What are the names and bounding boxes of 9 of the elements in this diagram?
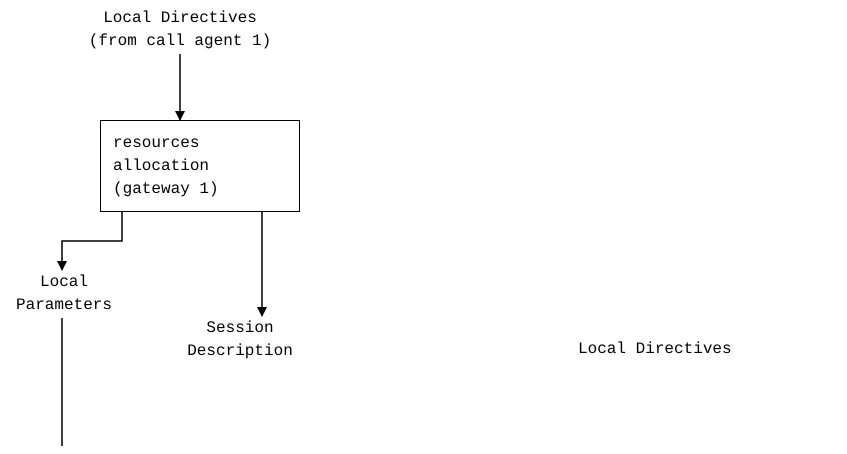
arrow xyxy=(257,212,267,317)
node-label: Local Parameters xyxy=(14,272,113,316)
arrow xyxy=(175,54,185,121)
node-label: Local Directives (from call agent 1) xyxy=(88,8,272,52)
node-label: resources allocation (gateway 1) xyxy=(113,132,220,200)
node-label: Session Description xyxy=(186,318,294,362)
note-label: Local Directives xyxy=(578,339,732,360)
process-box xyxy=(100,120,300,212)
arrow xyxy=(57,212,123,271)
